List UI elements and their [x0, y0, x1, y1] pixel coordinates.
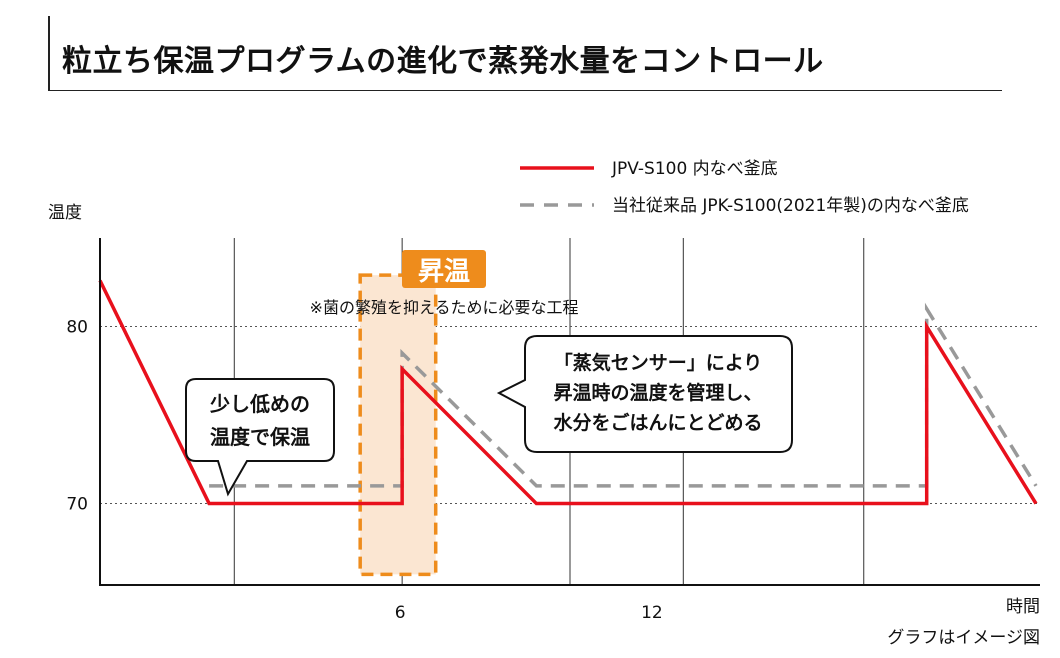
title-frame — [48, 16, 1002, 91]
legend-label: 当社従来品 JPK-S100(2021年製)の内なべ釜底 — [612, 196, 969, 216]
x-axis-label: 時間 — [1006, 597, 1040, 617]
series-line-jpv — [98, 279, 1038, 506]
callout-text-right: 昇温時の温度を管理し、 — [553, 381, 762, 404]
y-tick-label: 70 — [66, 495, 88, 515]
callout-text-right: 水分をごはんにとどめる — [553, 411, 762, 434]
callout-text-left: 少し低めの — [209, 392, 310, 416]
legend-label: JPV-S100 内なべ釜底 — [611, 159, 778, 179]
highlight-caption: ※菌の繁殖を抑えるために必要な工程 — [310, 298, 579, 317]
highlight-layer — [358, 273, 438, 577]
badge-label: 昇温 — [418, 257, 470, 287]
highlight-region — [358, 273, 438, 577]
y-tick-label: 80 — [66, 318, 88, 338]
x-tick-label: 6 — [395, 603, 406, 623]
badge-box — [402, 250, 486, 288]
callout-bubble-right — [496, 335, 793, 453]
callout-text-left: 温度で保温 — [210, 425, 310, 449]
image-note: グラフはイメージ図 — [887, 628, 1040, 648]
page-title: 粒立ち保温プログラムの進化で蒸発水量をコントロール — [62, 44, 824, 79]
axis-layer — [99, 238, 1040, 586]
callout-bubble-left — [185, 378, 335, 497]
callout-text-right: 「蒸気センサー」により — [554, 351, 763, 374]
y-axis-label: 温度 — [48, 203, 82, 223]
x-tick-label: 12 — [641, 603, 663, 623]
series-layer — [98, 279, 1038, 506]
